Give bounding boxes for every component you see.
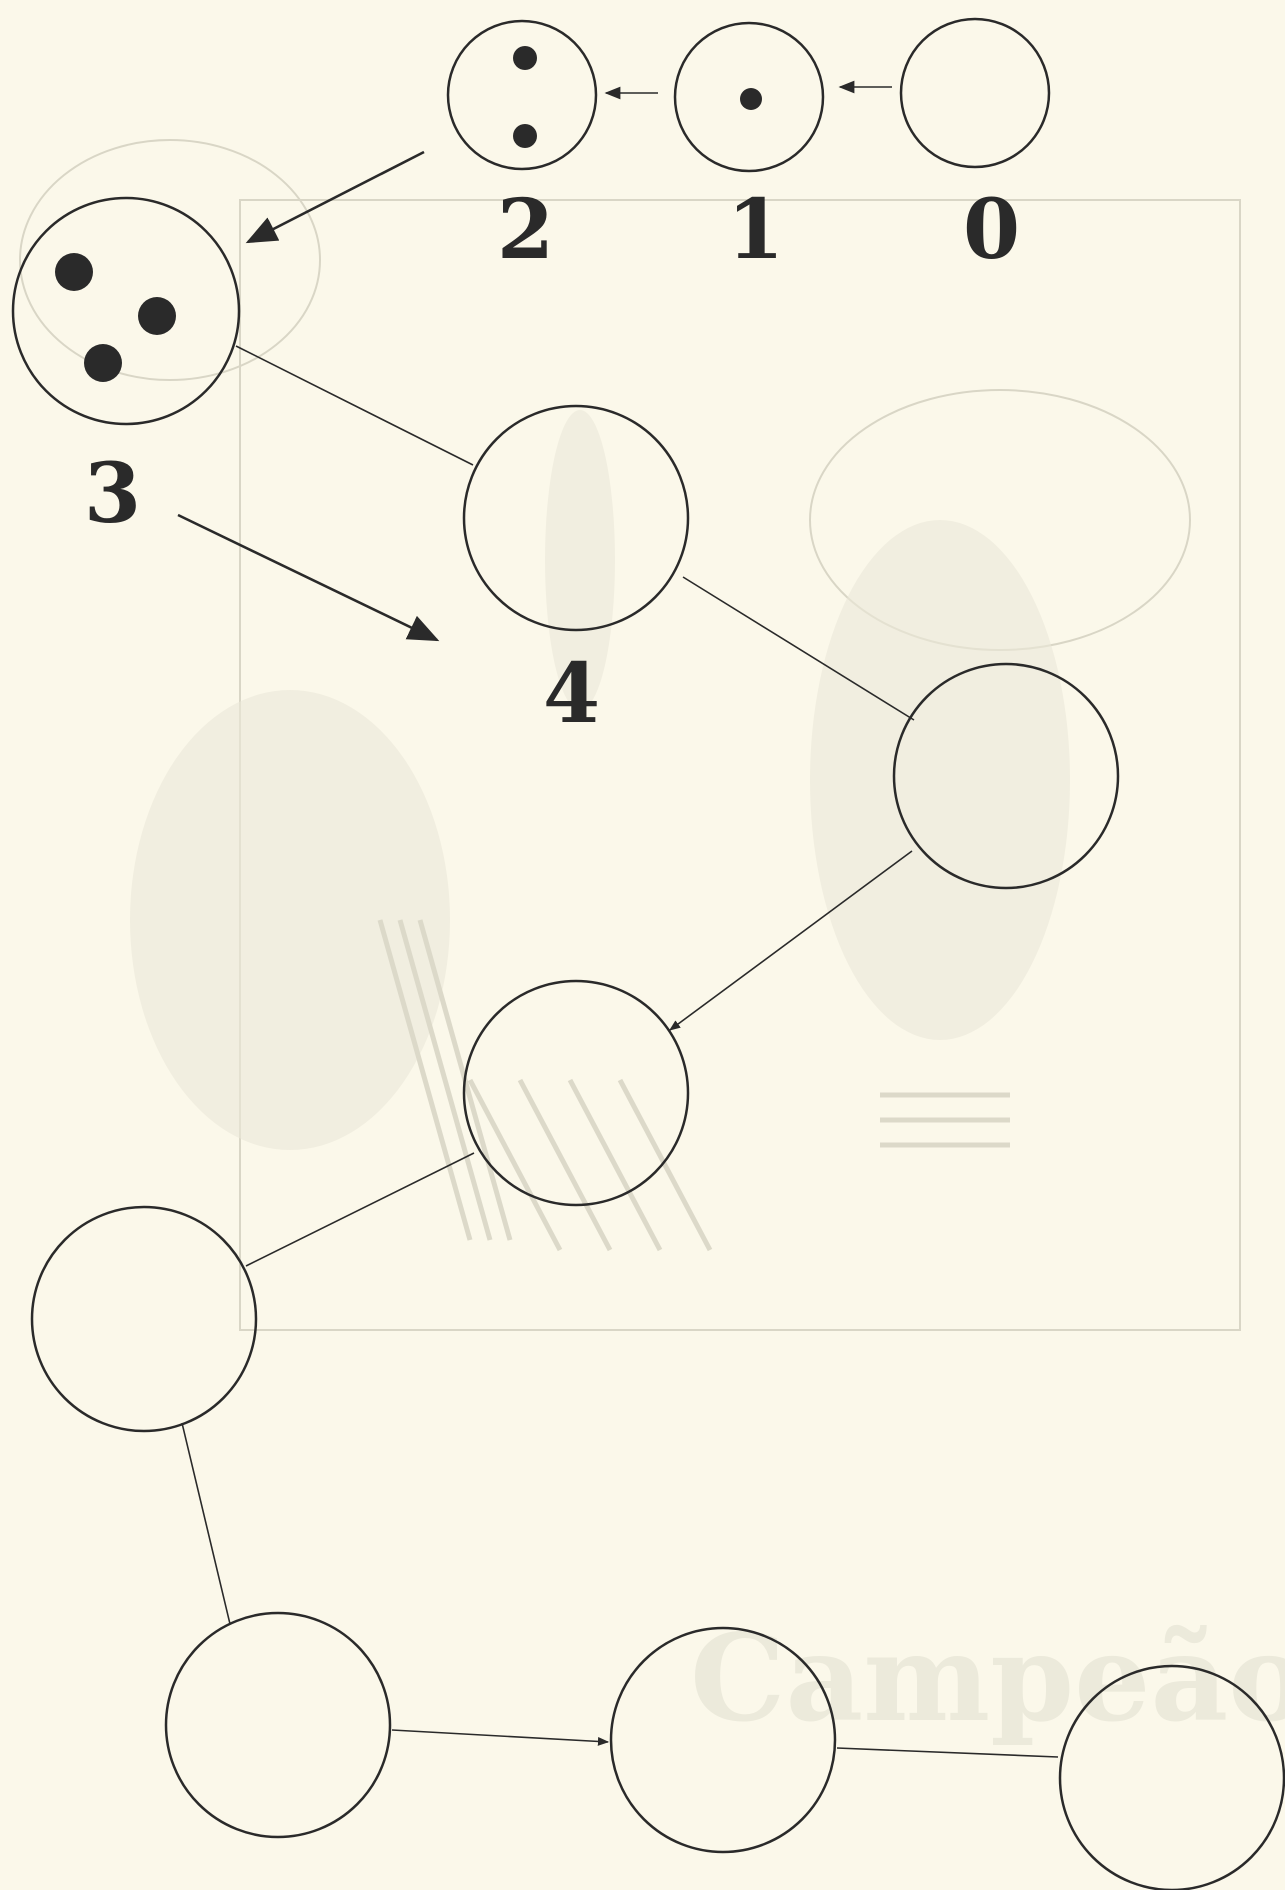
node-3-dot	[138, 297, 176, 335]
node-1-dot	[740, 88, 762, 110]
edge-8-to-9	[392, 1730, 608, 1742]
label-2: 2	[497, 182, 554, 278]
edge-2-to-3	[248, 152, 424, 242]
label-3: 3	[84, 446, 141, 542]
edge-6-to-7	[246, 1153, 474, 1266]
node-3-dot	[55, 253, 93, 291]
node-3-dot	[84, 344, 122, 382]
bleedthrough-background: Campeão	[20, 140, 1285, 1749]
node-7	[32, 1207, 256, 1431]
node-3	[13, 198, 239, 424]
edge-9-to-10	[837, 1748, 1058, 1757]
node-2-dot	[513, 46, 537, 70]
edge-7-to-8	[182, 1423, 230, 1624]
bleedthrough-text: Campeão	[690, 1608, 1285, 1749]
node-2-dot	[513, 124, 537, 148]
label-1: 1	[727, 182, 784, 278]
node-8	[166, 1613, 390, 1837]
edge-3-to-4-connector	[236, 346, 473, 465]
label-0: 0	[963, 182, 1020, 278]
label-4: 4	[543, 646, 600, 742]
edge-3-to-4-arrow	[178, 515, 437, 640]
node-0	[901, 19, 1049, 167]
